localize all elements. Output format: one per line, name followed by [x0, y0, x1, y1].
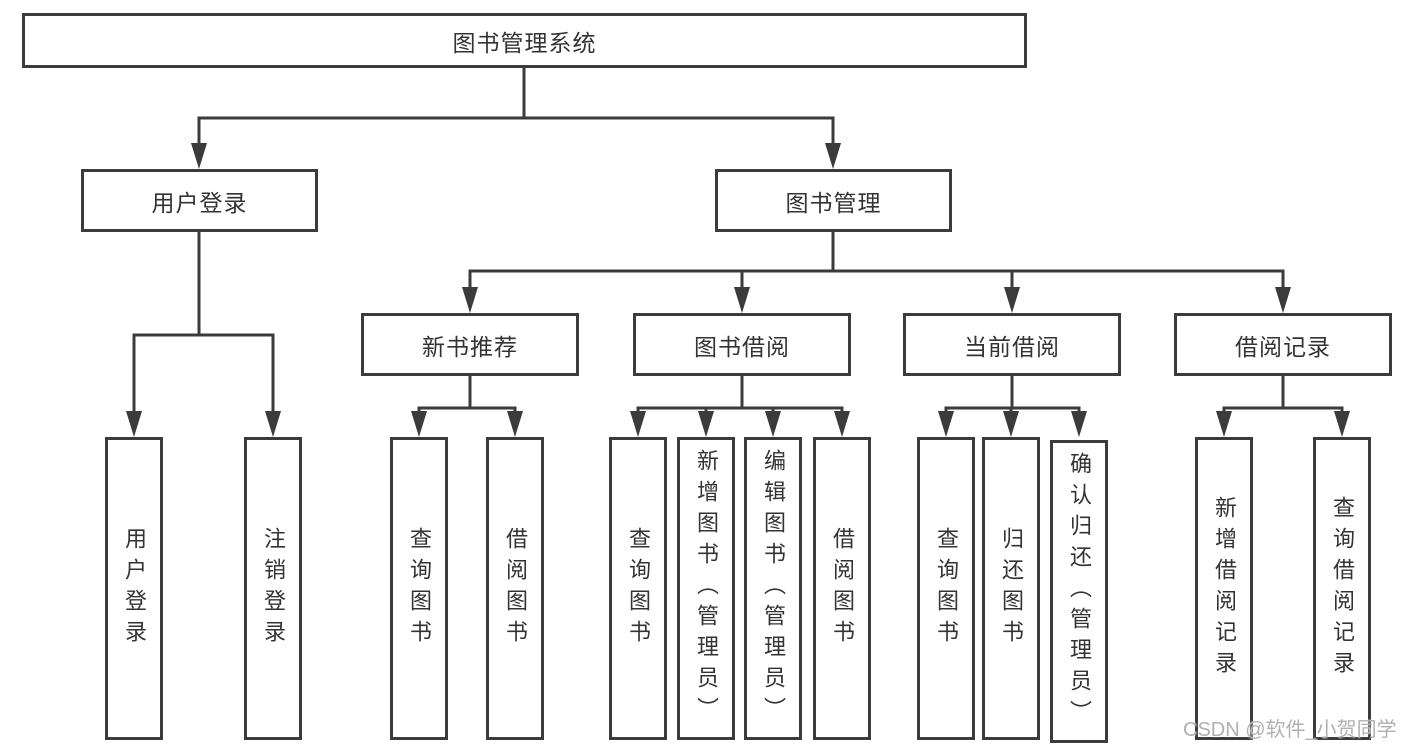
leaf-current-confirm-return-admin: 确认归还（管理员） [1050, 440, 1108, 743]
node-user-login: 用户登录 [81, 169, 318, 232]
leaf-current-return-books: 归还图书 [982, 437, 1040, 740]
leaf-current-query-books: 查询图书 [917, 437, 975, 740]
leaf-logout: 注销登录 [244, 437, 302, 740]
node-label: 确认归还（管理员） [1067, 452, 1092, 731]
node-label: 查询图书 [407, 526, 432, 651]
node-label: 编辑图书（管理员） [761, 449, 786, 728]
connector-root [191, 68, 841, 169]
leaf-records-add-record: 新增借阅记录 [1195, 437, 1253, 740]
leaf-borrow-borrow-books: 借阅图书 [813, 437, 871, 740]
leaf-borrow-add-books-admin: 新增图书（管理员） [677, 437, 735, 740]
node-label: 查询图书 [934, 526, 959, 651]
leaf-records-query-record: 查询借阅记录 [1313, 437, 1371, 740]
node-book-borrow: 图书借阅 [633, 313, 851, 376]
node-label: 查询图书 [626, 526, 651, 651]
connector-borrow-records [1216, 376, 1350, 437]
node-library-system: 图书管理系统 [22, 13, 1027, 68]
node-label: 借阅图书 [503, 526, 528, 651]
node-label: 用户登录 [151, 189, 248, 216]
node-label: 图书管理 [785, 189, 882, 216]
leaf-user-login: 用户登录 [105, 437, 163, 740]
node-label: 用户登录 [122, 526, 147, 651]
node-new-book-recommend: 新书推荐 [361, 313, 579, 376]
connector-book-management [462, 232, 1291, 313]
node-label: 借阅记录 [1235, 333, 1331, 360]
leaf-borrow-edit-books-admin: 编辑图书（管理员） [744, 437, 802, 740]
watermark-text: CSDN @软件_小贺同学 [1183, 719, 1397, 741]
node-label: 查询借阅记录 [1330, 495, 1355, 682]
leaf-recommend-query-books: 查询图书 [390, 437, 448, 740]
node-label: 借阅图书 [830, 526, 855, 651]
leaf-borrow-query-books: 查询图书 [609, 437, 667, 740]
node-label: 当前借阅 [964, 333, 1060, 360]
node-label: 新书推荐 [422, 333, 518, 360]
node-label: 新增图书（管理员） [694, 449, 719, 728]
connector-current-borrow [938, 376, 1087, 437]
node-label: 图书管理系统 [452, 29, 597, 56]
leaf-recommend-borrow-books: 借阅图书 [486, 437, 544, 740]
connector-user-login [126, 232, 281, 437]
node-current-borrow: 当前借阅 [903, 313, 1121, 376]
connector-book-borrow [630, 376, 850, 437]
node-label: 注销登录 [261, 526, 286, 651]
node-label: 图书借阅 [694, 333, 790, 360]
node-book-management: 图书管理 [715, 169, 952, 232]
connector-new-book-recommend [411, 376, 523, 437]
node-label: 新增借阅记录 [1212, 495, 1237, 682]
node-borrow-records: 借阅记录 [1174, 313, 1392, 376]
node-label: 归还图书 [999, 526, 1024, 651]
